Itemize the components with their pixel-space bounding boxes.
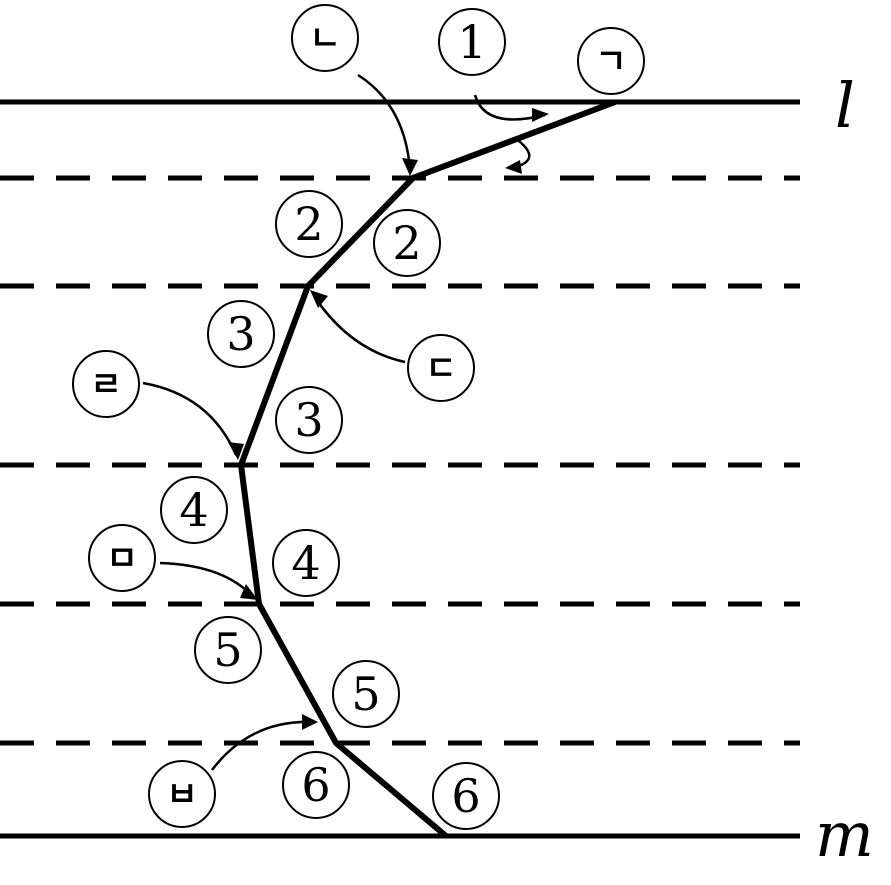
svg-text:3: 3	[294, 393, 323, 447]
svg-text:ㅂ: ㅂ	[166, 775, 197, 815]
svg-text:1: 1	[457, 15, 486, 69]
angle-label-4-right: 4	[272, 529, 340, 597]
arrow-to-vertex-5	[159, 561, 255, 599]
svg-text:ㄴ: ㄴ	[309, 19, 340, 59]
svg-text:2: 2	[392, 216, 421, 270]
arrowhead-vertex-6	[302, 714, 318, 730]
angle-label-5-left: 5	[194, 616, 262, 684]
arrowhead-vertex-4	[228, 442, 244, 460]
arrow-to-vertex-3	[312, 295, 406, 364]
svg-text:2: 2	[294, 197, 323, 251]
arrowhead-vertex-5	[240, 584, 258, 600]
vertex-label-5: ㅁ	[88, 524, 156, 592]
angle-label-2-right: 2	[373, 209, 441, 277]
angle-label-1: 1	[438, 8, 506, 76]
svg-text:6: 6	[301, 758, 330, 812]
vertex-label-2: ㄴ	[291, 4, 359, 72]
angle-label-5-right: 5	[332, 660, 400, 728]
angle-label-6-left: 6	[282, 751, 350, 819]
dashed-lines	[0, 175, 800, 746]
svg-text:ㄷ: ㄷ	[425, 349, 456, 389]
svg-text:4: 4	[179, 483, 208, 537]
vertex-label-6: ㅂ	[148, 760, 216, 828]
vertex-label-1: ㄱ	[577, 27, 645, 95]
angle-label-3-left: 3	[207, 300, 275, 368]
line-label-l: l	[835, 69, 855, 142]
zigzag-path	[237, 99, 617, 839]
arrowhead-angle-1-bottom	[505, 160, 522, 174]
vertex-label-3: ㄷ	[407, 334, 475, 402]
arrowheads	[228, 108, 549, 730]
line-label-m: m	[815, 798, 874, 871]
angle-label-3-right: 3	[275, 386, 343, 454]
svg-text:5: 5	[351, 667, 380, 721]
arrow-to-vertex-6	[211, 720, 313, 771]
angle-label-2-left: 2	[275, 190, 343, 258]
svg-text:ㄹ: ㄹ	[90, 365, 121, 405]
svg-text:5: 5	[213, 623, 242, 677]
arrowhead-vertex-3	[310, 290, 328, 308]
arrow-to-vertex-2	[357, 73, 412, 171]
svg-text:ㄱ: ㄱ	[595, 42, 626, 82]
svg-text:6: 6	[451, 769, 480, 823]
svg-text:4: 4	[291, 536, 320, 590]
angle-label-4-left: 4	[160, 476, 228, 544]
svg-text:ㅁ: ㅁ	[106, 539, 137, 579]
vertex-label-4: ㄹ	[72, 350, 140, 418]
arrowhead-vertex-2	[402, 158, 418, 176]
arrow-to-vertex-4	[142, 381, 238, 456]
svg-text:3: 3	[226, 307, 255, 361]
angle-label-6-right: 6	[432, 762, 500, 830]
arrowhead-angle-1-top	[532, 108, 549, 122]
